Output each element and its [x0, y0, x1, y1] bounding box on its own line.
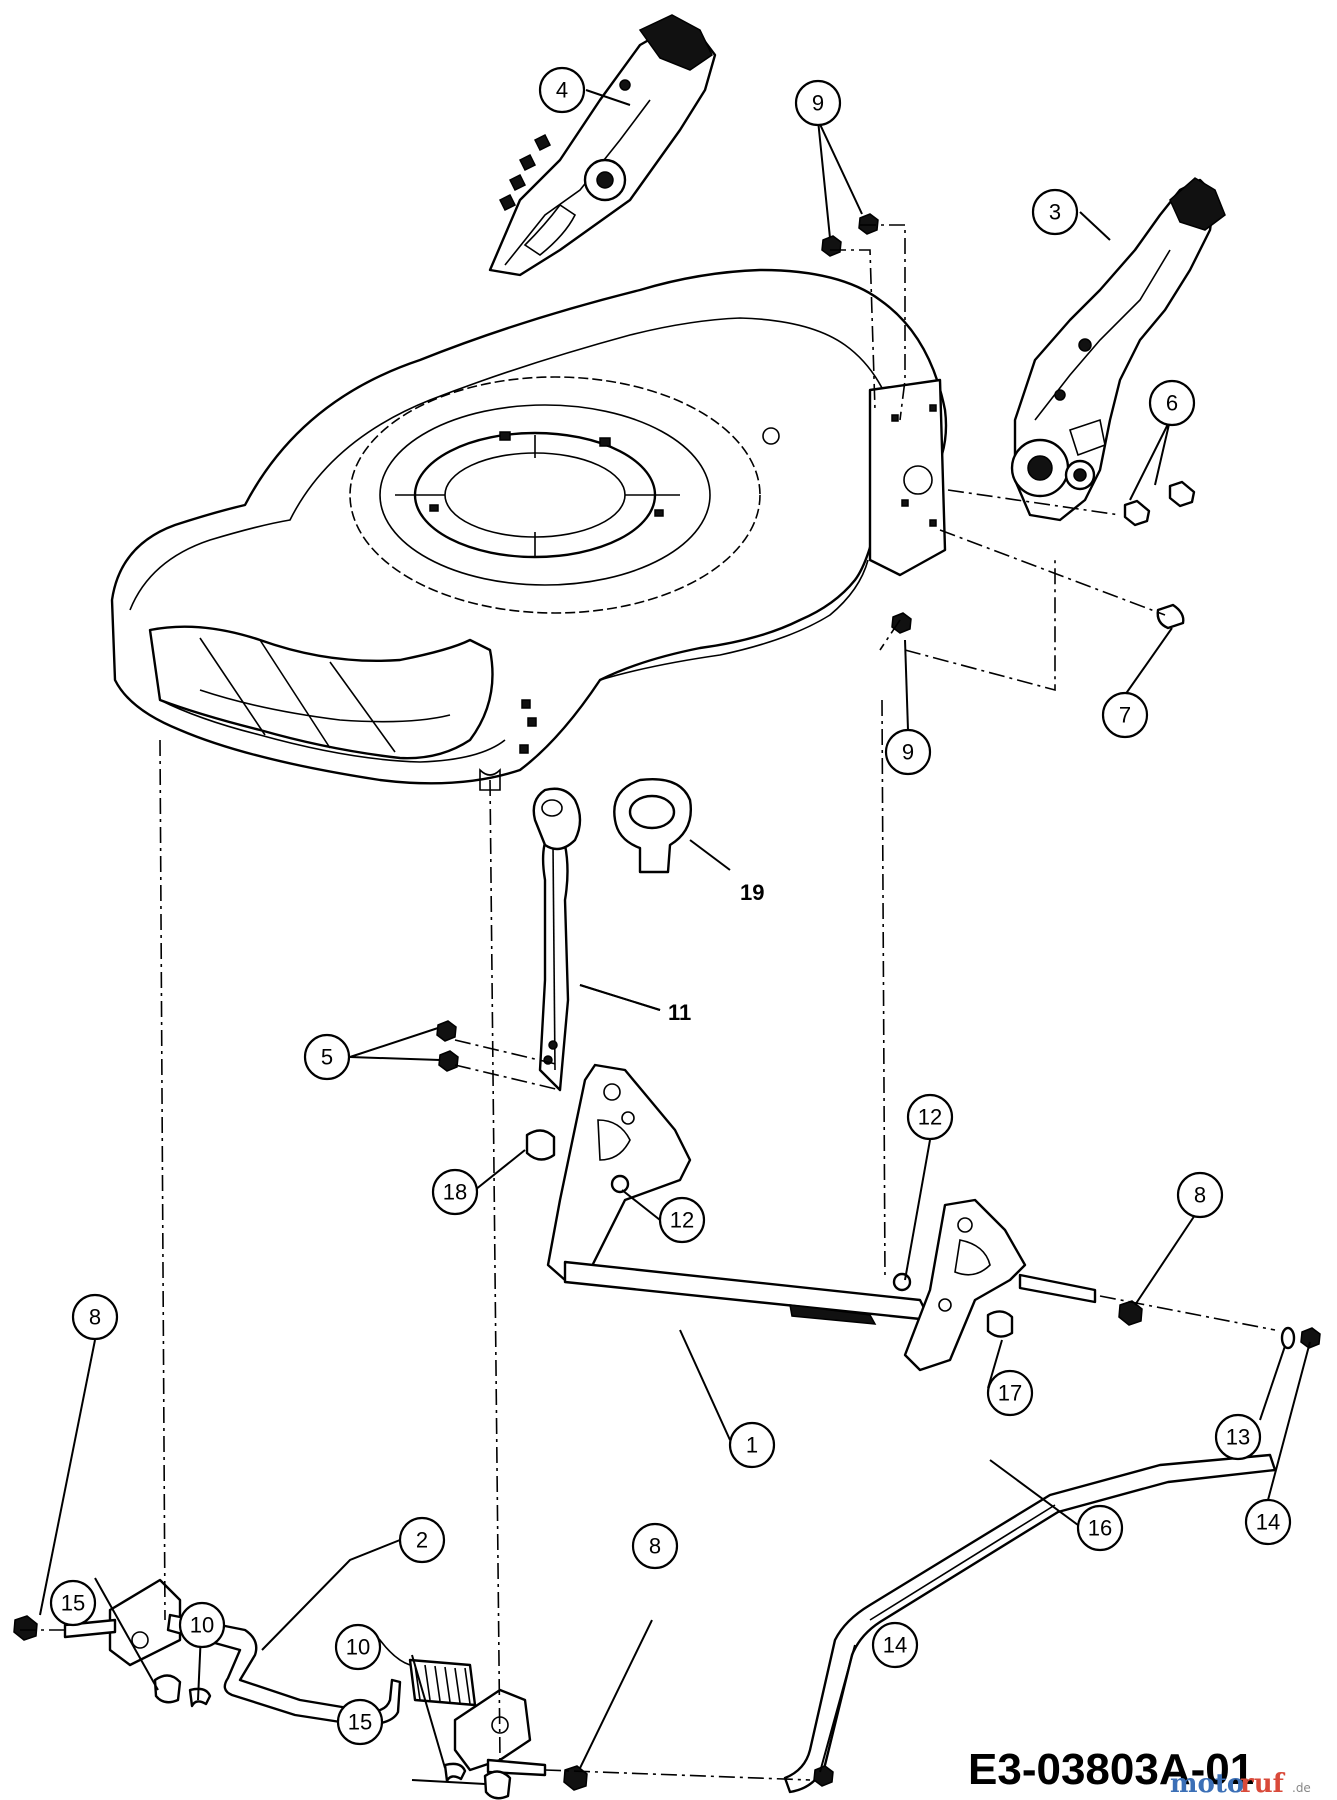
hardware [13, 213, 1321, 1800]
height-adjuster-rod [783, 1453, 1277, 1794]
svg-text:4: 4 [556, 78, 568, 103]
watermark-ruf: ruf [1240, 1769, 1286, 1799]
handle-knob [613, 778, 692, 874]
svg-text:12: 12 [670, 1208, 694, 1233]
callout-17: 17 [986, 1369, 1034, 1417]
svg-text:9: 9 [902, 740, 914, 765]
svg-text:7: 7 [1119, 703, 1131, 728]
svg-text:8: 8 [649, 1534, 661, 1559]
callout-9-bottom: 9 [884, 728, 932, 776]
callout-16: 16 [1076, 1504, 1124, 1552]
callout-1: 1 [728, 1421, 776, 1469]
rear-axle-assembly [546, 1063, 1097, 1372]
label-19: 19 [740, 880, 764, 905]
svg-text:8: 8 [1194, 1183, 1206, 1208]
svg-text:14: 14 [1256, 1510, 1280, 1535]
callout-12-left: 12 [658, 1196, 706, 1244]
svg-text:14: 14 [883, 1633, 907, 1658]
svg-text:13: 13 [1226, 1425, 1250, 1450]
callout-3: 3 [1031, 188, 1079, 236]
callout-14-right: 14 [1244, 1498, 1292, 1546]
callout-9-top: 9 [794, 79, 842, 127]
callout-2: 2 [398, 1516, 446, 1564]
callout-10-bottom: 10 [334, 1623, 382, 1671]
callout-4: 4 [538, 66, 586, 114]
spring-coil [369, 1629, 477, 1707]
svg-text:2: 2 [416, 1528, 428, 1553]
callout-15-bottom: 15 [336, 1698, 384, 1746]
callout-8-bottom: 8 [631, 1522, 679, 1570]
callout-5: 5 [303, 1033, 351, 1081]
watermark-moto: moto [1170, 1769, 1244, 1799]
svg-text:17: 17 [998, 1381, 1022, 1406]
svg-text:5: 5 [321, 1045, 333, 1070]
label-11: 11 [668, 1000, 691, 1025]
svg-text:3: 3 [1049, 200, 1061, 225]
svg-text:10: 10 [346, 1635, 370, 1660]
leader-lines [39, 89, 1311, 1785]
svg-text:10: 10 [190, 1613, 214, 1638]
mower-deck [110, 268, 948, 791]
diagram-code: E3-03803A-01 [968, 1745, 1254, 1794]
height-adjustment-handle [532, 787, 582, 1092]
assembly-lines [20, 224, 1276, 1781]
callout-6: 6 [1148, 379, 1196, 427]
svg-text:8: 8 [89, 1305, 101, 1330]
svg-text:6: 6 [1166, 391, 1178, 416]
svg-text:1: 1 [746, 1433, 758, 1458]
callout-8-right: 8 [1176, 1171, 1224, 1219]
svg-text:18: 18 [443, 1180, 467, 1205]
height-adjuster-lever-rear-left [488, 14, 717, 277]
front-axle-and-spring [63, 1578, 547, 1777]
svg-text:15: 15 [61, 1591, 85, 1616]
callout-13: 13 [1214, 1413, 1262, 1461]
callout-10-left: 10 [178, 1601, 226, 1649]
callout-7: 7 [1101, 691, 1149, 739]
callout-18: 18 [431, 1168, 479, 1216]
callout-8-left: 8 [71, 1293, 119, 1341]
callout-14-bottom: 14 [871, 1621, 919, 1669]
svg-text:9: 9 [812, 91, 824, 116]
callout-15-left: 15 [49, 1579, 97, 1627]
callout-12-right: 12 [906, 1093, 954, 1141]
watermark-suffix: .de [1292, 1781, 1311, 1795]
svg-text:12: 12 [918, 1105, 942, 1130]
svg-text:15: 15 [348, 1710, 372, 1735]
height-adjuster-lever-rear-right [1010, 177, 1226, 522]
svg-text:16: 16 [1088, 1516, 1112, 1541]
